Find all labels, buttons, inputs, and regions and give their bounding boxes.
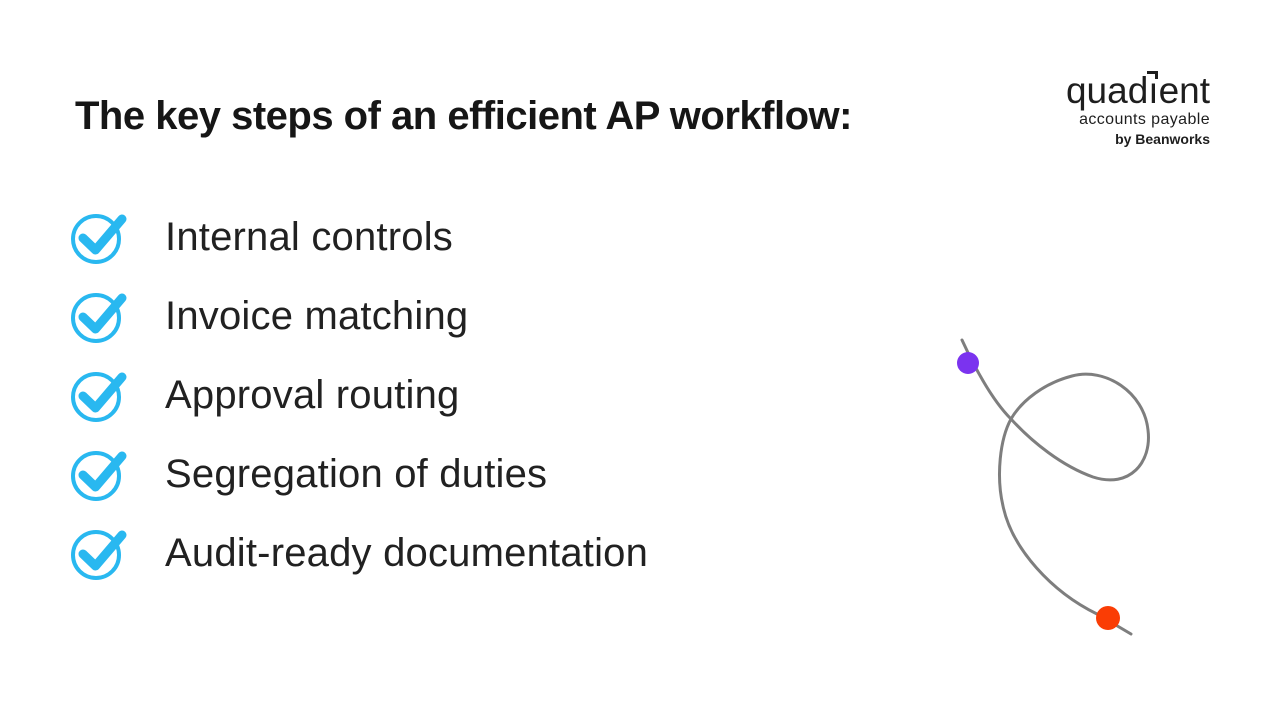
list-item: Segregation of duties: [70, 446, 648, 502]
list-item-label: Internal controls: [165, 214, 453, 259]
logo-subtitle: accounts payable: [1079, 111, 1210, 128]
list-item-label: Approval routing: [165, 372, 460, 417]
checkmark-icon: [71, 293, 127, 343]
logo-byline: by Beanworks: [1115, 131, 1210, 147]
list-item: Approval routing: [70, 367, 648, 423]
wordmark-prefix: quad: [1065, 70, 1149, 111]
list-item-label: Invoice matching: [165, 293, 469, 338]
list-item: Audit-ready documentation: [70, 525, 648, 581]
orange-dot: [1096, 606, 1120, 630]
i-flag-accent-icon: [1147, 71, 1159, 79]
checklist: Internal controls Invoice matching Appro…: [70, 209, 648, 604]
checkmark-icon: [71, 372, 127, 422]
checkmark-icon: [71, 214, 127, 264]
wordmark-i: ı: [1148, 70, 1159, 111]
page-title: The key steps of an efficient AP workflo…: [75, 94, 852, 138]
list-item: Invoice matching: [70, 288, 648, 344]
wordmark-accented-i: ı: [1147, 70, 1159, 111]
wordmark-suffix: ent: [1158, 70, 1210, 111]
list-item-label: Segregation of duties: [165, 451, 548, 496]
purple-dot: [957, 352, 979, 374]
squiggle-line: [960, 338, 1150, 636]
checkmark-icon: [71, 451, 127, 501]
list-item: Internal controls: [70, 209, 648, 265]
list-item-label: Audit-ready documentation: [165, 530, 649, 575]
checkmark-icon: [71, 530, 127, 580]
